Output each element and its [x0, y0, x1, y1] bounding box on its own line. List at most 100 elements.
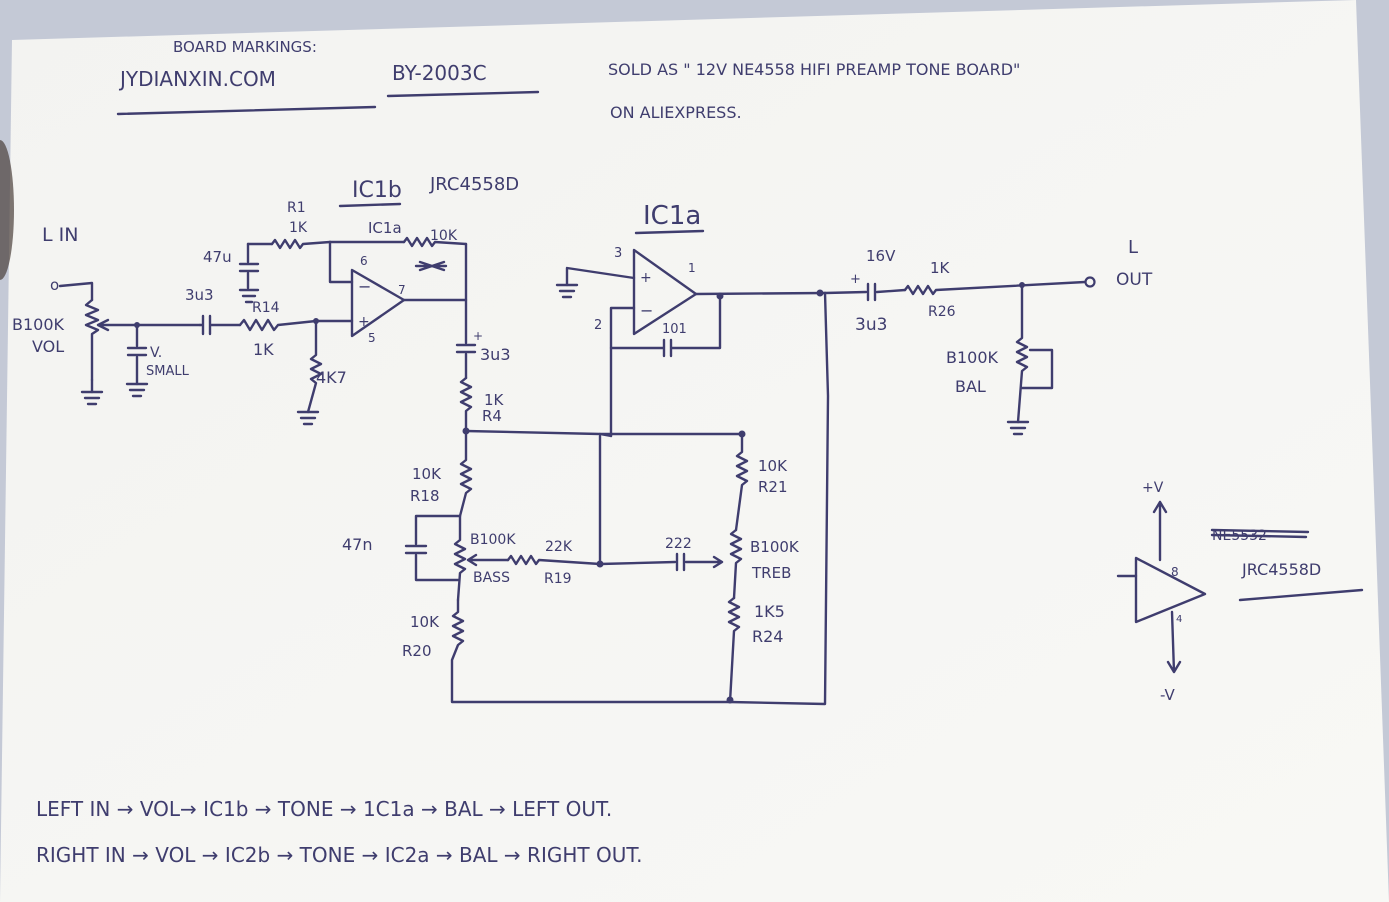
r14-name: R14	[252, 300, 280, 316]
cap-47u-wire	[238, 242, 260, 304]
bal-pot-label: BAL	[955, 377, 986, 396]
bal-pot-resistor	[1015, 283, 1029, 424]
sold-as-line-2: ON ALIEXPRESS.	[610, 103, 742, 122]
plus-v-label: +V	[1142, 480, 1164, 496]
feedback-ic-label: IC1a	[368, 219, 402, 237]
ground-symbol	[125, 382, 149, 398]
ic1b-title-underline	[338, 202, 402, 208]
ic1a-minus: −	[640, 301, 653, 320]
ground-symbol	[80, 390, 104, 406]
cap-47u-label: 47u	[203, 248, 232, 266]
power-part: JRC4558D	[1241, 560, 1321, 579]
tone-bus-to-ic1a	[598, 432, 613, 438]
feedback-crossed-component	[414, 260, 448, 272]
input-terminal-glyph: o	[50, 276, 59, 294]
sold-as-line-1: SOLD AS " 12V NE4558 HIFI PREAMP TONE BO…	[608, 60, 1020, 79]
ic1a-fb-cap-wire	[609, 294, 722, 358]
r26-resistor	[903, 280, 1087, 296]
bal-pot-wiper-loop	[1020, 348, 1054, 390]
r26-name: R26	[928, 304, 956, 320]
tone-stack: 10K R18 47n B100K BASS 22K R19 222 10K R…	[342, 291, 830, 706]
power-pinout: +V 8 4 -V NE5532 JRC4558D	[1116, 480, 1364, 704]
stage-2: IC1a 3 2 1 + − 101	[555, 201, 827, 438]
ic1a-opamp	[632, 248, 698, 336]
output-section: + 16V 3u3 1K R26 L OUT B100K BAL	[823, 237, 1153, 436]
ground-symbol	[296, 410, 320, 426]
ic1a-output-wire	[694, 291, 827, 296]
out-label: OUT	[1116, 270, 1153, 290]
r21-value: 10K	[758, 457, 788, 475]
input-wire	[58, 281, 94, 302]
ground-symbol	[1006, 420, 1030, 436]
signal-flow-right: RIGHT IN → VOL → IC2b → TONE → IC2a → BA…	[36, 843, 643, 867]
vol-pot-label: VOL	[32, 337, 64, 356]
minus-v-arrow	[1166, 610, 1182, 674]
ic1b-pin5: 5	[368, 331, 376, 345]
cap-47n-wire	[404, 514, 462, 582]
r20-resistor	[450, 598, 732, 704]
ic1a-plus: +	[640, 270, 652, 286]
power-part-underline	[1238, 588, 1364, 602]
ic1a-fb-cap: 101	[662, 322, 687, 337]
header-notes: BOARD MARKINGS: JYDIANXIN.COM BY-2003C S…	[116, 38, 1020, 122]
plus-v-arrow	[1152, 500, 1168, 562]
r18-resistor	[458, 429, 473, 518]
r4k7-label: 4K7	[316, 368, 347, 387]
treb-pot-label: TREB	[751, 564, 791, 582]
board-id-underline	[386, 90, 540, 98]
ic1b-title: IC1b	[352, 178, 402, 203]
ic1a-pin3: 3	[614, 246, 622, 261]
ic1a-title-underline	[634, 229, 705, 235]
feedback-value: 10K	[430, 228, 458, 244]
out-cap-wire	[455, 298, 477, 380]
small-cap-v-label: V.	[150, 345, 162, 361]
ic1a-pin1: 1	[688, 261, 696, 275]
strikethrough-scribble	[1210, 528, 1310, 539]
ground-symbol	[555, 283, 579, 299]
junction-dot	[816, 289, 824, 297]
bass-pot-wiper	[466, 553, 510, 567]
small-cap-wire	[126, 323, 148, 386]
ic1b-pin6: 6	[360, 254, 368, 268]
minus-v-label: -V	[1160, 686, 1176, 704]
r19-resistor	[506, 554, 602, 566]
l-in-label: L IN	[42, 224, 78, 246]
output-terminal	[1084, 276, 1096, 288]
ic1b-part: JRC4558D	[429, 174, 519, 195]
ic1a-ground-wire	[565, 266, 636, 287]
ic1a-inv-wire	[609, 306, 636, 438]
board-site-underline	[116, 105, 377, 116]
ic1a-pin2: 2	[594, 318, 602, 333]
ic1b-opamp	[350, 268, 406, 338]
out-cap-value: 3u3	[480, 345, 511, 364]
bass-pot-resistor	[453, 514, 467, 602]
inv-input-wire	[328, 240, 354, 284]
r14-value: 1K	[253, 340, 274, 359]
r20-value: 10K	[410, 613, 440, 631]
input-cap-wire	[198, 314, 242, 336]
out-cap-plus: +	[473, 329, 483, 343]
pin8-label: 8	[1171, 565, 1179, 579]
r19-name: R19	[544, 571, 572, 587]
vol-pot-resistor	[84, 298, 100, 382]
r4-name: R4	[482, 407, 502, 425]
r1-value: 1K	[289, 220, 308, 236]
out-cap-wire	[823, 282, 907, 302]
pin4-label: 4	[1176, 614, 1182, 625]
r4-value: 1K	[484, 391, 505, 409]
r1-name: R1	[287, 200, 306, 216]
ic1a-title: IC1a	[643, 201, 701, 231]
board-id: BY-2003C	[392, 61, 487, 85]
finger-shadow	[0, 140, 14, 280]
r19-value: 22K	[545, 539, 573, 555]
r21-resistor	[734, 432, 749, 532]
r18-name: R18	[410, 487, 440, 505]
stage-1: IC1b JRC4558D 3u3 R14 1K 47u R1 1K 4K7 −…	[185, 174, 519, 433]
r18-value: 10K	[412, 465, 442, 483]
cap-222-wire	[598, 552, 724, 572]
r14-resistor	[238, 318, 318, 332]
r24-name: R24	[752, 627, 783, 646]
tone-return-wire	[728, 291, 830, 706]
feedback-10k-resistor	[402, 236, 468, 248]
